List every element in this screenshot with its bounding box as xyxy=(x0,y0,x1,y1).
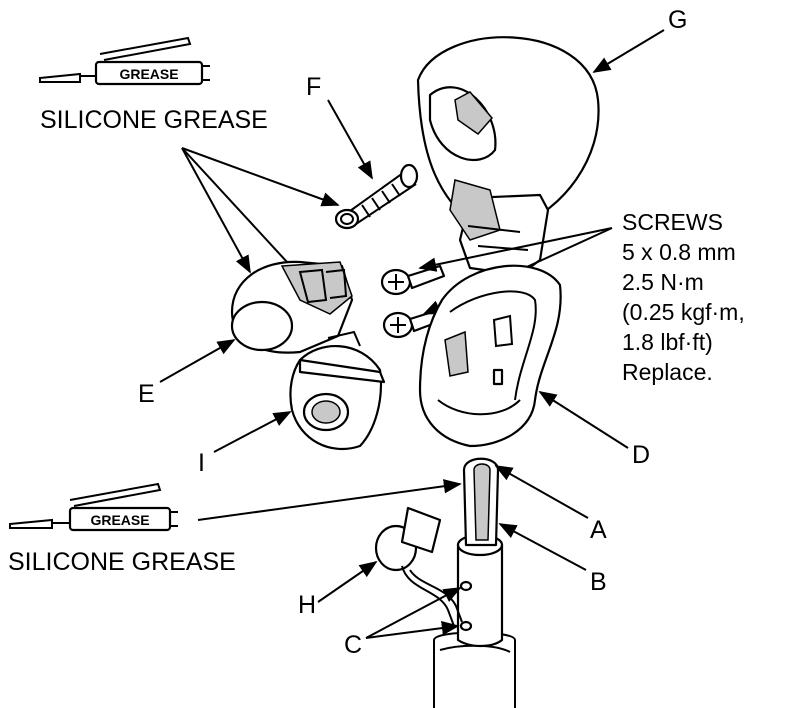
callout-c: C xyxy=(344,631,362,659)
silicone-grease-label-bottom: SILICONE GREASE xyxy=(8,548,236,576)
callout-e: E xyxy=(138,380,155,408)
callout-b: B xyxy=(590,568,607,596)
screws-spec-line2: 5 x 0.8 mm xyxy=(622,239,736,265)
shift-lever-assembly xyxy=(433,457,516,708)
leader-d xyxy=(538,391,629,449)
spring-f xyxy=(334,163,419,230)
screws-spec-block: SCREWS 5 x 0.8 mm 2.5 N·m (0.25 kgf·m, 1… xyxy=(622,209,745,385)
leader-e xyxy=(159,339,236,383)
grease-gun-label-bottom: GREASE xyxy=(90,512,149,528)
callout-g: G xyxy=(668,6,687,34)
callout-d: D xyxy=(632,441,650,469)
grease-leader-line-bottom xyxy=(197,479,462,521)
silicone-grease-label-top: SILICONE GREASE xyxy=(40,106,268,134)
leader-b xyxy=(498,523,587,571)
knob-top-g xyxy=(416,36,600,277)
button-e xyxy=(230,260,354,354)
callout-a: A xyxy=(590,516,607,544)
knob-housing-d xyxy=(418,264,562,448)
screws-spec-line4: (0.25 kgf·m, xyxy=(622,299,745,325)
grease-gun-label-top: GREASE xyxy=(119,66,178,82)
grease-gun-icon-top: GREASE xyxy=(39,36,210,86)
screw-upper xyxy=(380,264,446,296)
button-cover-i xyxy=(289,330,386,451)
grease-gun-icon-bottom: GREASE xyxy=(9,482,178,532)
callout-h: H xyxy=(298,591,316,619)
leader-a xyxy=(494,465,589,519)
callout-f: F xyxy=(306,73,321,101)
leader-g xyxy=(592,29,665,73)
screws-spec-line3: 2.5 N·m xyxy=(622,269,704,295)
callout-i: I xyxy=(198,449,205,477)
screws-spec-line6: Replace. xyxy=(622,359,713,385)
screws-spec-line1: SCREWS xyxy=(622,209,723,235)
leader-h xyxy=(317,560,378,603)
leader-i xyxy=(213,411,292,453)
leader-f xyxy=(327,99,373,180)
leader-c xyxy=(365,587,462,639)
screws-spec-line5: 1.8 lbf·ft) xyxy=(622,329,713,355)
switch-h xyxy=(374,506,463,627)
